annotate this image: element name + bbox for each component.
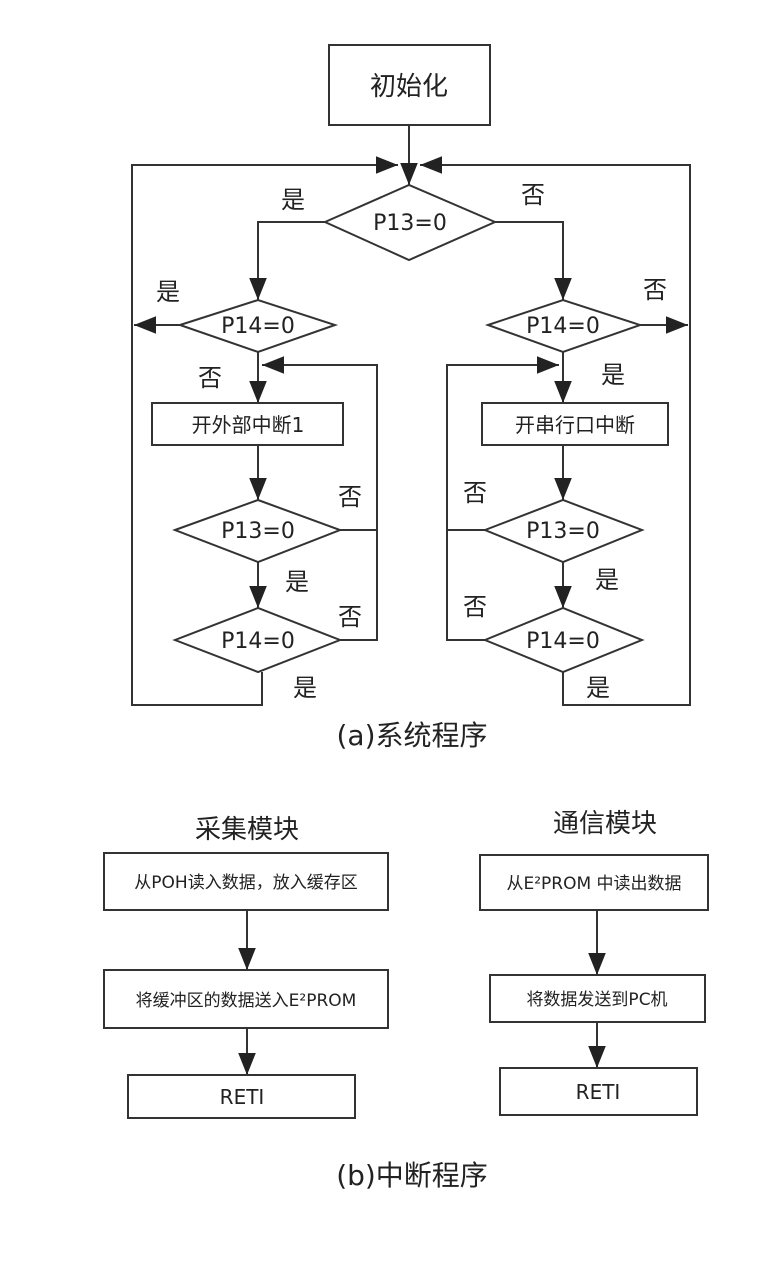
decision-right-p13 (482, 498, 645, 564)
comm-reti-box (499, 1067, 698, 1116)
right-inner-loop (446, 356, 559, 641)
no-label: 否 (338, 603, 362, 631)
enable-ext-int-box (151, 402, 344, 446)
left-loop-line (131, 156, 398, 706)
yes-label: 是 (293, 674, 317, 702)
acq-step2-box (103, 969, 389, 1029)
decision-label: P14=0 (526, 629, 600, 654)
right-loop-line (420, 156, 691, 706)
system-program-diagram: 初始化 P13=0 是 否 P14=0 是 否 开外部中断1 P13=0 否 是… (131, 44, 691, 752)
decision-label: P13=0 (373, 211, 447, 236)
decision-label: P14=0 (526, 314, 600, 339)
no-label: 否 (463, 593, 487, 621)
acquisition-title: 采集模块 (195, 815, 299, 845)
comm-step2-box (489, 974, 706, 1023)
yes-label: 是 (595, 566, 619, 594)
decision-left-p14 (176, 298, 339, 354)
caption-b: (b)中断程序 (336, 1159, 488, 1192)
decision-label: P13=0 (526, 519, 600, 544)
left-inner-loop (262, 356, 378, 641)
box-label: 从E²PROM 中读出数据 (506, 874, 681, 894)
box-label: RETI (220, 1085, 265, 1109)
box-label: 将缓冲区的数据送入E²PROM (136, 991, 357, 1011)
arrow (495, 221, 572, 300)
arrow (249, 221, 325, 300)
yes-label: 是 (285, 568, 309, 596)
no-label: 否 (198, 364, 222, 392)
caption-a: (a)系统程序 (336, 719, 487, 752)
box-label: RETI (576, 1080, 621, 1104)
decision-label: P14=0 (221, 314, 295, 339)
no-label: 否 (521, 181, 545, 209)
init-label: 初始化 (370, 72, 448, 102)
decision-right-p14b (482, 606, 645, 674)
enable-serial-int-box (481, 402, 669, 446)
box-label: 将数据发送到PC机 (526, 990, 667, 1010)
no-label: 否 (463, 479, 487, 507)
yes-label: 是 (156, 278, 180, 306)
yes-label: 是 (281, 186, 305, 214)
acq-reti-box (127, 1074, 356, 1119)
no-label: 否 (338, 483, 362, 511)
decision-label: P13=0 (221, 519, 295, 544)
yes-label: 是 (601, 361, 625, 389)
box-label: 开串行口中断 (515, 413, 635, 437)
box-label: 从POH读入数据，放入缓存区 (134, 873, 357, 893)
acq-step1-box (103, 852, 389, 911)
box-label: 开外部中断1 (192, 413, 305, 437)
interrupt-program-diagram: 采集模块 从POH读入数据，放入缓存区 将缓冲区的数据送入E²PROM RETI… (103, 809, 709, 1192)
no-label: 否 (643, 276, 667, 304)
init-box (328, 44, 491, 126)
decision-label: P14=0 (221, 629, 295, 654)
comm-step1-box (479, 854, 709, 911)
communication-title: 通信模块 (553, 809, 657, 839)
yes-label: 是 (586, 674, 610, 702)
